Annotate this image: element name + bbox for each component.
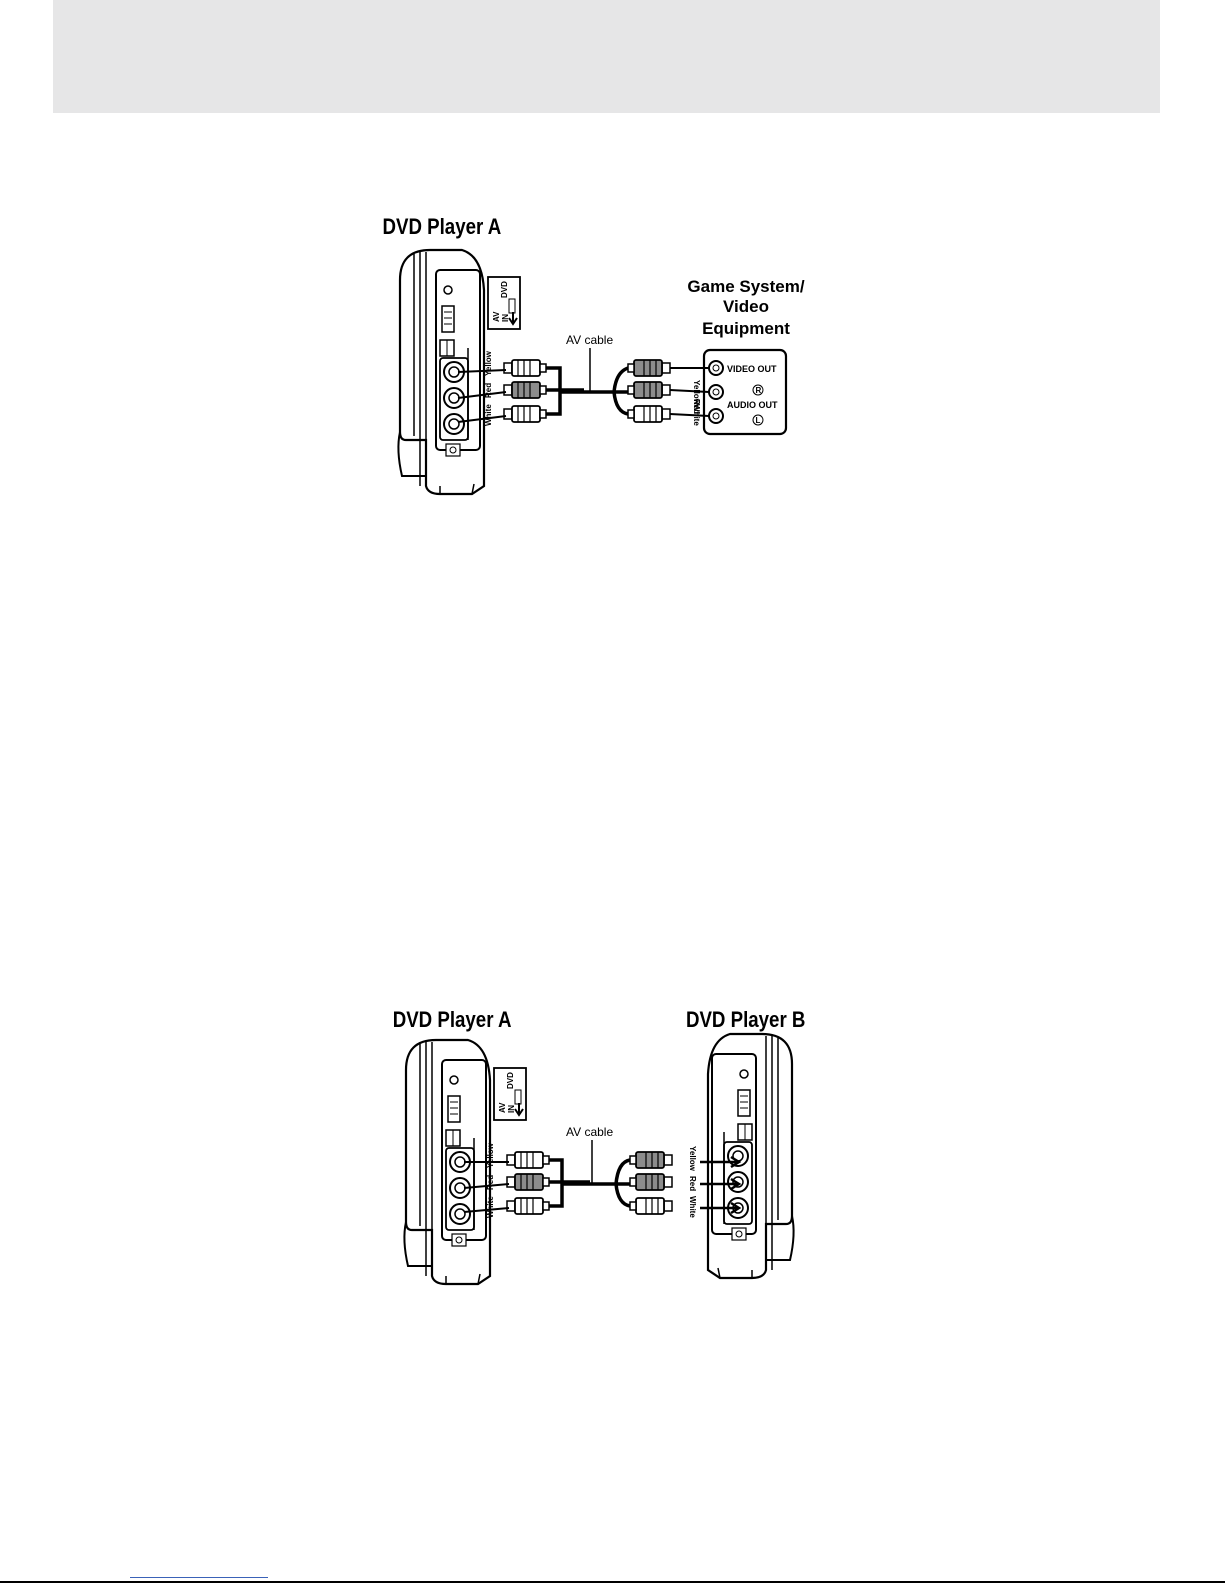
red-plug-a [504,382,546,398]
red-plug-b-bottom [630,1174,672,1190]
av-in-switch: DVD AV IN [488,277,520,329]
svg-text:Video: Video [723,297,769,316]
red-label: Red [484,383,493,398]
white-plug-a-bottom [507,1198,549,1214]
av-cable-label: AV cable [566,333,613,347]
yellow-plug-b-bottom [630,1152,672,1168]
av-in-switch-bottom: DVD AV IN [494,1068,526,1120]
svg-text:IN: IN [501,314,510,322]
audio-out-label: AUDIO OUT [727,400,778,410]
video-out-label: VIDEO OUT [727,364,777,374]
diagram-bottom: DVD Player A DVD Player B DVD AV IN Yell… [393,1009,806,1284]
svg-text:L: L [756,416,761,425]
svg-text:White: White [688,1196,697,1218]
red-plug-a-bottom [507,1174,549,1190]
footer-link-underline [130,1577,268,1578]
white-plug-b [628,406,670,422]
yellow-plug-a-bottom [507,1152,549,1168]
red-plug-b [628,382,670,398]
footer-rule [0,1581,1225,1583]
svg-text:White: White [486,1196,495,1218]
white-plug-a [504,406,546,422]
yellow-plug-a [504,360,546,376]
player-a-title-bottom: DVD Player A [393,1009,512,1033]
player-a-title: DVD Player A [383,216,502,240]
svg-text:Red: Red [486,1175,495,1190]
svg-text:DVD: DVD [500,281,509,298]
yellow-label: Yellow [484,350,493,376]
svg-text:Yellow: Yellow [688,1146,697,1172]
white-plug-b-bottom [630,1198,672,1214]
yellow-plug-b [628,360,670,376]
diagram-top: DVD Player A DVD AV IN Yellow Red White … [383,216,805,494]
svg-text:Equipment: Equipment [702,319,790,338]
svg-text:AV: AV [498,1102,507,1113]
svg-text:Red: Red [688,1176,697,1191]
dvd-player-b [708,1034,794,1278]
svg-text:DVD: DVD [506,1072,515,1089]
svg-text:AV: AV [492,311,501,322]
svg-text:IN: IN [507,1105,516,1113]
svg-text:R: R [756,386,762,395]
player-b-title: DVD Player B [686,1009,805,1033]
white-label: White [484,404,493,426]
game-system-title: Game System/ [687,277,804,296]
av-cable-label-bottom: AV cable [566,1125,613,1139]
game-system-box: VIDEO OUT AUDIO OUT R L [704,350,786,434]
svg-text:Yellow: Yellow [486,1142,495,1168]
